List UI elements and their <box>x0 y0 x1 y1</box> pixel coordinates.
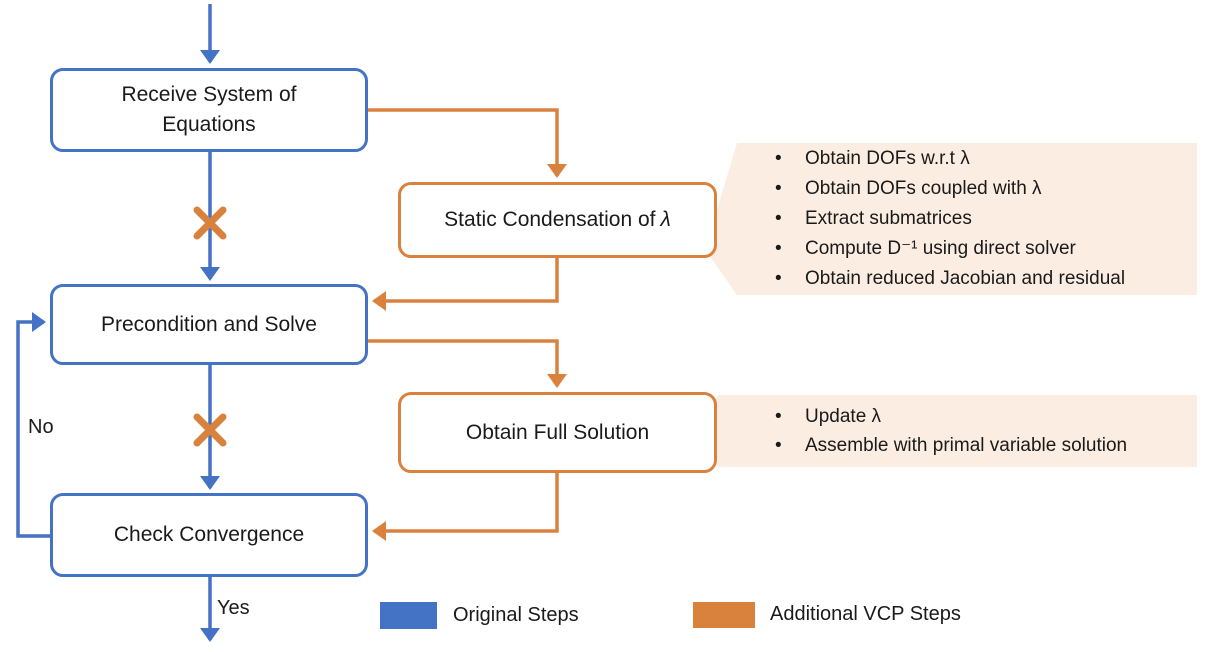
node-precondition-and-solve: Precondition and Solve <box>50 284 368 365</box>
node-check-convergence: Check Convergence <box>50 493 368 577</box>
annotation-text: Extract submatrices <box>805 208 972 229</box>
list-item: • Assemble with primal variable solution <box>775 431 1189 460</box>
lambda-symbol: λ <box>660 208 671 231</box>
node-obtain-full-solution: Obtain Full Solution <box>398 392 717 473</box>
bullet-icon: • <box>775 148 782 169</box>
arrow-receive-to-static-condensation <box>366 108 567 178</box>
annotation-list: • Update λ • Assemble with primal variable… <box>700 395 1197 460</box>
node-label: Receive System of Equations <box>121 83 297 136</box>
bullet-icon: • <box>775 178 782 199</box>
list-item: • Obtain DOFs w.r.t λ <box>775 144 1189 174</box>
removed-step-x-icon <box>193 206 227 240</box>
list-item: • Obtain DOFs coupled with λ <box>775 174 1189 204</box>
bullet-icon: • <box>775 208 782 229</box>
annotation-list: • Obtain DOFs w.r.t λ • Obtain DOFs couple… <box>705 143 1197 294</box>
bullet-icon: • <box>775 435 782 456</box>
legend-label-original-steps: Original Steps <box>453 604 579 626</box>
list-item: • Extract submatrices <box>775 204 1189 234</box>
node-receive-system-of-equations: Receive System of Equations <box>50 68 368 152</box>
node-label: Obtain Full Solution <box>465 420 650 444</box>
annotation-text: Assemble with primal variable solution <box>805 435 1128 456</box>
annotation-text: Compute D⁻¹ using direct solver <box>805 238 1076 259</box>
removed-step-x-icon <box>193 413 227 447</box>
arrow-no-loop <box>16 312 52 538</box>
annotation-text: Obtain reduced Jacobian and residual <box>805 268 1126 289</box>
arrow-obtain-full-to-check <box>372 471 559 541</box>
bullet-icon: • <box>775 268 782 289</box>
edge-label-no: No <box>28 416 54 438</box>
bullet-icon: • <box>775 238 782 259</box>
annotation-text: Update λ <box>805 406 882 427</box>
legend-label-additional-vcp-steps: Additional VCP Steps <box>770 603 961 625</box>
list-item: • Obtain reduced Jacobian and residual <box>775 264 1189 294</box>
legend-swatch-additional-vcp-steps <box>693 602 755 628</box>
annotation-obtain-full-solution: • Update λ • Assemble with primal variable… <box>700 395 1197 467</box>
edge-label-yes: Yes <box>217 597 250 619</box>
node-label: Check Convergence <box>113 523 305 546</box>
annotation-text: Obtain DOFs coupled with λ <box>805 178 1042 199</box>
legend-swatch-original-steps <box>380 602 437 629</box>
node-label: Precondition and Solve <box>101 312 317 336</box>
list-item: • Compute D⁻¹ using direct solver <box>775 234 1189 264</box>
node-label: Static Condensation of <box>444 208 656 231</box>
bullet-icon: • <box>775 406 782 427</box>
arrow-precondition-to-obtain-full <box>366 339 567 388</box>
list-item: • Update λ <box>775 402 1189 431</box>
annotation-text: Obtain DOFs w.r.t λ <box>805 148 970 169</box>
arrow-static-condensation-to-precondition <box>372 256 559 311</box>
annotation-static-condensation: • Obtain DOFs w.r.t λ • Obtain DOFs couple… <box>705 143 1197 295</box>
